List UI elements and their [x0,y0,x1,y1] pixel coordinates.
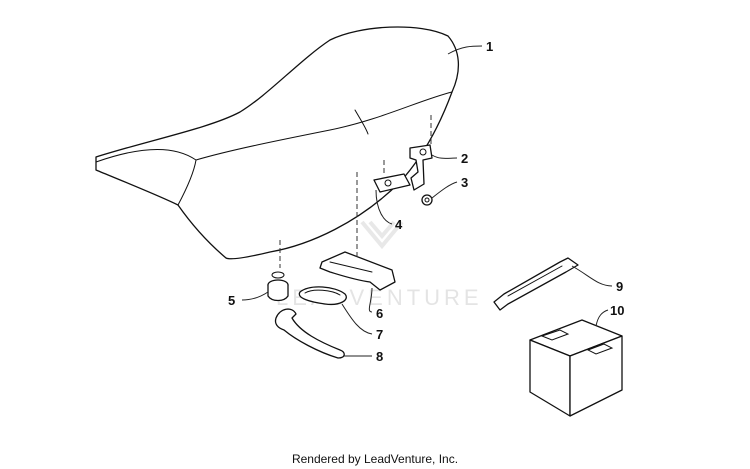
callout-10[interactable]: 10 [610,303,624,318]
callout-8[interactable]: 8 [376,349,383,364]
callout-9[interactable]: 9 [616,279,623,294]
callout-6[interactable]: 6 [376,306,383,321]
leader-line-3 [431,181,458,199]
callout-3[interactable]: 3 [461,175,468,190]
battery-part[interactable] [529,319,623,417]
callout-5[interactable]: 5 [228,293,235,308]
grommet-part[interactable] [267,271,289,302]
seat-part[interactable] [95,26,459,260]
leader-line-5 [241,291,269,301]
leader-line-7 [341,303,373,335]
callout-2[interactable]: 2 [461,151,468,166]
pad-part[interactable] [373,173,411,193]
nut-part[interactable] [421,194,433,206]
battery-strap-part[interactable] [493,257,579,311]
callout-4[interactable]: 4 [395,217,403,232]
footer-credit: Rendered by LeadVenture, Inc. [292,452,458,466]
callout-7[interactable]: 7 [376,327,383,342]
cover-plate-part[interactable] [319,251,396,291]
leader-line-1 [447,45,483,55]
leader-line-6 [368,287,373,313]
leader-line-10 [595,309,609,327]
leader-line-9 [571,265,613,287]
leader-line-2 [431,154,458,159]
spanner-wrench-part[interactable] [274,308,345,359]
seal-ring-part[interactable] [298,286,347,306]
leader-line-4 [375,189,393,225]
watermark-logo [360,220,404,250]
latch-bracket-part[interactable] [409,144,433,191]
callout-1[interactable]: 1 [486,39,493,54]
